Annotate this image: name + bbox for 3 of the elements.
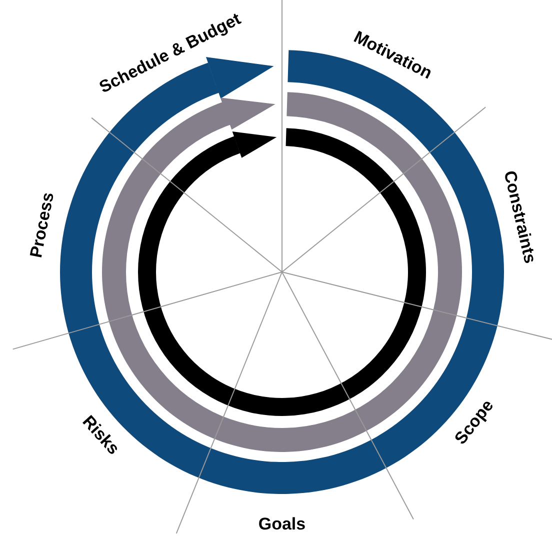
sector-label: Goals xyxy=(258,516,306,532)
sector-label: Constraints xyxy=(500,169,539,266)
sector-label: Process xyxy=(28,191,58,260)
